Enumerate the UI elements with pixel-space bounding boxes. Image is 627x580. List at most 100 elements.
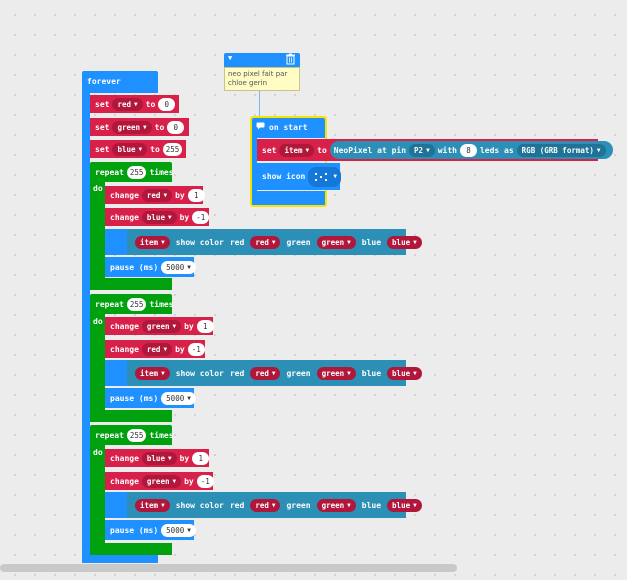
chevron-down-icon: ▼ bbox=[161, 238, 165, 246]
pause-duration-dropdown[interactable]: 5000▼ bbox=[161, 391, 196, 405]
change-red-block[interactable]: change red▼ by 1 bbox=[105, 186, 205, 204]
red-var-dropdown[interactable]: red▼ bbox=[250, 498, 281, 512]
pause-block[interactable]: pause (ms) 5000▼ bbox=[105, 388, 196, 408]
value-field[interactable]: -1 bbox=[187, 342, 205, 356]
comment-bubble-icon[interactable] bbox=[256, 122, 265, 130]
show-color-block[interactable]: item▼ show color red red▼ green green▼ b… bbox=[127, 492, 422, 518]
item-dropdown[interactable]: item▼ bbox=[135, 235, 170, 249]
value-field[interactable]: 255 bbox=[162, 142, 183, 156]
var-dropdown-blue[interactable]: blue▼ bbox=[141, 451, 177, 465]
by-label: by bbox=[175, 190, 185, 200]
set-item-neopixel-block[interactable]: set item▼ to NeoPixel at pin P2▼ with 8 … bbox=[257, 139, 613, 161]
chevron-down-icon: ▼ bbox=[596, 146, 601, 154]
repeat-count-field[interactable]: 255 bbox=[126, 428, 147, 442]
value-field[interactable]: -1 bbox=[196, 474, 214, 488]
change-green-block[interactable]: change green▼ by 1 bbox=[105, 317, 214, 335]
value-field[interactable]: 1 bbox=[192, 451, 210, 465]
led-count-field[interactable]: 8 bbox=[459, 143, 477, 157]
green-var-dropdown[interactable]: green▼ bbox=[316, 366, 356, 380]
set-blue-block[interactable]: set blue▼ to 255 bbox=[90, 140, 186, 158]
chevron-down-icon: ▼ bbox=[163, 191, 168, 199]
pause-block[interactable]: pause (ms) 5000▼ bbox=[105, 257, 196, 277]
var-dropdown-blue[interactable]: blue▼ bbox=[112, 142, 148, 156]
var-dropdown-red[interactable]: red▼ bbox=[112, 97, 143, 111]
item-dropdown[interactable]: item▼ bbox=[135, 366, 170, 380]
led-matrix-icon bbox=[312, 170, 330, 184]
var-dropdown-red[interactable]: red▼ bbox=[141, 342, 173, 356]
blue-var-dropdown[interactable]: blue▼ bbox=[387, 235, 422, 249]
to-label: to bbox=[145, 99, 156, 109]
show-color-arm bbox=[105, 360, 127, 386]
format-dropdown[interactable]: RGB (GRB format)▼ bbox=[516, 143, 606, 157]
blue-var-dropdown[interactable]: blue▼ bbox=[387, 498, 422, 512]
var-dropdown-green[interactable]: green▼ bbox=[141, 474, 182, 488]
red-label: red bbox=[229, 368, 245, 378]
chevron-down-icon: ▼ bbox=[167, 454, 172, 462]
repeat-header: repeat 255 times bbox=[90, 427, 174, 443]
red-var-dropdown[interactable]: red▼ bbox=[250, 235, 281, 249]
icon-picker-dropdown[interactable]: ▼ bbox=[308, 166, 341, 187]
chevron-down-icon: ▼ bbox=[134, 100, 138, 108]
pause-block[interactable]: pause (ms) 5000▼ bbox=[105, 520, 196, 540]
horizontal-scrollbar[interactable] bbox=[0, 564, 457, 572]
green-label: green bbox=[286, 500, 311, 510]
repeat-block-footer bbox=[90, 543, 172, 555]
change-blue-block[interactable]: change blue▼ by -1 bbox=[105, 208, 210, 226]
comment-header[interactable]: ▼ bbox=[224, 53, 300, 67]
repeat-label: repeat bbox=[95, 299, 124, 309]
neopixel-create-block[interactable]: NeoPixel at pin P2▼ with 8 leds as RGB (… bbox=[329, 141, 613, 159]
trash-icon[interactable] bbox=[286, 53, 295, 65]
chevron-down-icon: ▼ bbox=[305, 146, 310, 154]
var-dropdown-red[interactable]: red▼ bbox=[141, 188, 173, 202]
item-var-dropdown[interactable]: item▼ bbox=[279, 143, 315, 157]
comment-body[interactable]: neo pixel fait par chloe gerin bbox=[224, 67, 300, 91]
forever-label: forever bbox=[87, 77, 121, 86]
var-dropdown-green[interactable]: green▼ bbox=[141, 319, 182, 333]
green-var-dropdown[interactable]: green▼ bbox=[316, 498, 356, 512]
pause-duration-dropdown[interactable]: 5000▼ bbox=[161, 260, 196, 274]
change-label: change bbox=[110, 190, 139, 200]
pause-duration-dropdown[interactable]: 5000▼ bbox=[161, 523, 196, 537]
set-label: set bbox=[95, 99, 110, 109]
chevron-down-icon: ▼ bbox=[333, 173, 337, 180]
chevron-down-icon: ▼ bbox=[413, 238, 417, 246]
neopixel-label: NeoPixel at pin bbox=[333, 145, 407, 155]
change-blue-block[interactable]: change blue▼ by 1 bbox=[105, 449, 210, 467]
show-icon-block[interactable]: show icon ▼ bbox=[257, 163, 341, 190]
forever-block[interactable] bbox=[82, 71, 158, 93]
on-start-footer bbox=[252, 191, 325, 205]
set-green-block[interactable]: set green▼ to 0 bbox=[90, 118, 189, 136]
item-dropdown[interactable]: item▼ bbox=[135, 498, 170, 512]
var-dropdown-blue[interactable]: blue▼ bbox=[141, 210, 177, 224]
chevron-down-icon: ▼ bbox=[271, 238, 276, 246]
chevron-down-icon: ▼ bbox=[161, 369, 165, 377]
show-color-block[interactable]: item▼ show color red red▼ green green▼ b… bbox=[127, 360, 422, 386]
value-field[interactable]: 0 bbox=[158, 97, 176, 111]
by-label: by bbox=[175, 344, 185, 354]
set-red-block[interactable]: set red▼ to 0 bbox=[90, 95, 179, 113]
on-start-block[interactable] bbox=[252, 118, 325, 138]
value-field[interactable]: -1 bbox=[192, 210, 210, 224]
on-start-label: on start bbox=[269, 123, 308, 132]
repeat-count-field[interactable]: 255 bbox=[126, 297, 147, 311]
forever-block-footer bbox=[82, 555, 158, 563]
change-green-block[interactable]: change green▼ by -1 bbox=[105, 472, 214, 490]
green-var-dropdown[interactable]: green▼ bbox=[316, 235, 356, 249]
red-var-dropdown[interactable]: red▼ bbox=[250, 366, 281, 380]
repeat-count-field[interactable]: 255 bbox=[126, 165, 147, 179]
var-dropdown-green[interactable]: green▼ bbox=[112, 120, 152, 134]
show-color-block[interactable]: item▼ show color red red▼ green green▼ b… bbox=[127, 229, 422, 255]
repeat-block-spine bbox=[90, 180, 105, 290]
leds-as-label: leds as bbox=[479, 145, 514, 155]
blue-var-dropdown[interactable]: blue▼ bbox=[387, 366, 422, 380]
value-field[interactable]: 1 bbox=[187, 188, 205, 202]
do-label: do bbox=[93, 184, 103, 193]
chevron-down-icon[interactable]: ▼ bbox=[228, 54, 233, 62]
pin-dropdown[interactable]: P2▼ bbox=[409, 143, 435, 157]
value-field[interactable]: 1 bbox=[196, 319, 214, 333]
change-red-block[interactable]: change red▼ by -1 bbox=[105, 340, 205, 358]
value-field[interactable]: 0 bbox=[167, 120, 185, 134]
chevron-down-icon: ▼ bbox=[271, 369, 276, 377]
chevron-down-icon: ▼ bbox=[413, 501, 417, 509]
with-label: with bbox=[437, 145, 457, 155]
